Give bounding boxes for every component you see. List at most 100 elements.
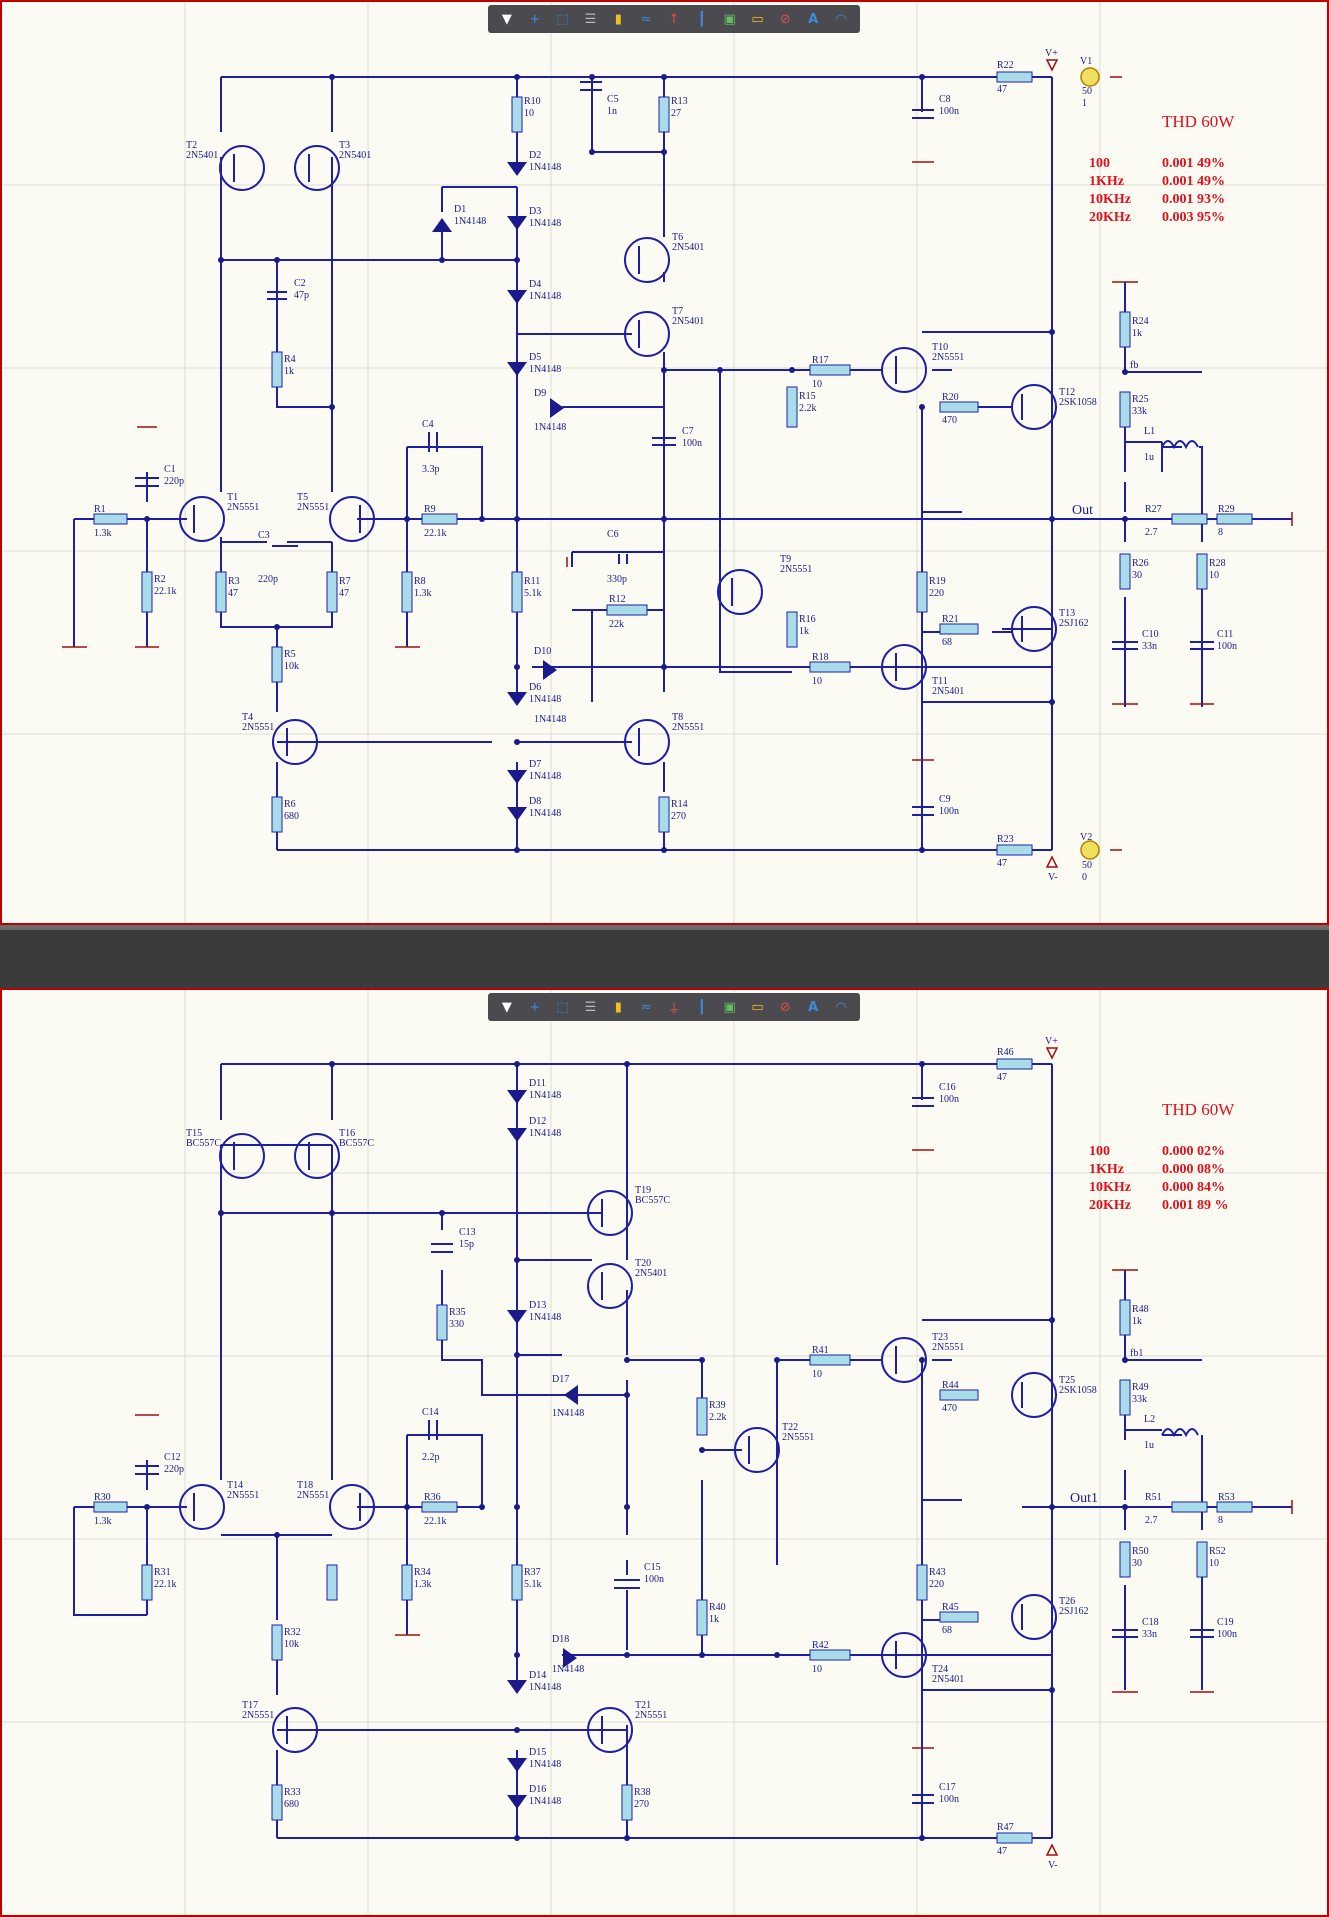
- svg-text:2N5401: 2N5401: [186, 150, 218, 161]
- svg-text:1KHz: 1KHz: [1089, 1162, 1124, 1177]
- svg-text:D8: D8: [529, 796, 541, 807]
- svg-text:C6: C6: [607, 529, 619, 540]
- text-icon[interactable]: A: [808, 999, 819, 1015]
- svg-text:47: 47: [997, 1846, 1007, 1857]
- svg-text:330p: 330p: [607, 574, 627, 585]
- svg-text:C16: C16: [939, 1082, 956, 1093]
- svg-text:33k: 33k: [1132, 1394, 1147, 1405]
- svg-text:2N5551: 2N5551: [297, 1490, 329, 1501]
- net-label-vminus: V-: [1048, 872, 1058, 883]
- svg-text:220p: 220p: [164, 1464, 184, 1475]
- svg-text:T2: T2: [186, 140, 197, 151]
- cross-probe-icon[interactable]: +: [529, 11, 541, 27]
- svg-text:2.7: 2.7: [1145, 1515, 1158, 1526]
- svg-text:R47: R47: [997, 1822, 1014, 1833]
- svg-text:220p: 220p: [164, 476, 184, 487]
- ground-stubs: [62, 76, 1293, 851]
- svg-text:BC557C: BC557C: [186, 1138, 221, 1149]
- svg-text:68: 68: [942, 637, 952, 648]
- svg-text:47: 47: [228, 588, 238, 599]
- svg-text:C3: C3: [258, 530, 270, 541]
- svg-text:47p: 47p: [294, 290, 309, 301]
- text-icon[interactable]: A: [808, 11, 819, 27]
- part-icon[interactable]: ▮: [614, 11, 622, 27]
- select-rect-icon[interactable]: ⬚: [556, 999, 569, 1015]
- align-icon[interactable]: ☰: [584, 999, 597, 1015]
- svg-text:T25: T25: [1059, 1375, 1075, 1386]
- bus-icon[interactable]: ┃: [697, 11, 706, 27]
- filter-icon[interactable]: ▼: [501, 999, 512, 1015]
- grid: [2, 2, 1327, 923]
- source-v2-icon[interactable]: [1080, 840, 1100, 860]
- svg-text:47: 47: [997, 858, 1007, 869]
- svg-text:100n: 100n: [939, 1094, 959, 1105]
- align-icon[interactable]: ☰: [584, 11, 597, 27]
- svg-text:R27: R27: [1145, 504, 1162, 515]
- svg-text:1N4148: 1N4148: [534, 422, 566, 433]
- source-v2-value: 50: [1082, 860, 1092, 871]
- harness-icon[interactable]: ▣: [723, 11, 736, 27]
- power-port-icon[interactable]: ↑: [668, 11, 680, 27]
- svg-text:100n: 100n: [1217, 641, 1237, 652]
- select-rect-icon[interactable]: ⬚: [556, 11, 569, 27]
- wire-icon[interactable]: ≈: [640, 11, 652, 27]
- svg-text:10k: 10k: [284, 1639, 299, 1650]
- svg-text:1N4148: 1N4148: [529, 1312, 561, 1323]
- directive-icon[interactable]: ⊘: [779, 999, 791, 1015]
- svg-text:R5: R5: [284, 649, 296, 660]
- power-port-icons: [1045, 59, 1059, 868]
- net-label-vminus: V-: [1048, 1860, 1058, 1871]
- svg-text:1N4148: 1N4148: [454, 216, 486, 227]
- svg-text:2SJ162: 2SJ162: [1059, 1606, 1088, 1617]
- filter-icon[interactable]: ▼: [501, 11, 512, 27]
- power-port-icons: [1045, 1047, 1059, 1856]
- arc-icon[interactable]: ◠: [835, 11, 847, 27]
- vplus-rail: [220, 76, 1052, 132]
- svg-text:1N4148: 1N4148: [552, 1664, 584, 1675]
- svg-text:2SK1058: 2SK1058: [1059, 1385, 1097, 1396]
- wire-icon[interactable]: ≈: [640, 999, 652, 1015]
- svg-text:30: 30: [1132, 570, 1142, 581]
- svg-text:2N5551: 2N5551: [672, 722, 704, 733]
- svg-text:R9: R9: [424, 504, 436, 515]
- svg-text:R30: R30: [94, 1492, 111, 1503]
- svg-text:T17: T17: [242, 1700, 258, 1711]
- transistor-symbols: [179, 145, 1057, 765]
- svg-text:47: 47: [997, 84, 1007, 95]
- svg-text:0.001 49%: 0.001 49%: [1162, 174, 1225, 189]
- svg-text:1N4148: 1N4148: [529, 771, 561, 782]
- harness-icon[interactable]: ▣: [723, 999, 736, 1015]
- svg-text:1u: 1u: [1144, 452, 1154, 463]
- svg-text:0.000 08%: 0.000 08%: [1162, 1162, 1225, 1177]
- svg-text:C7: C7: [682, 426, 694, 437]
- svg-text:T20: T20: [635, 1258, 651, 1269]
- svg-text:R46: R46: [997, 1047, 1014, 1058]
- source-v1-icon[interactable]: [1080, 67, 1100, 87]
- svg-text:2N5551: 2N5551: [227, 502, 259, 513]
- svg-text:R37: R37: [524, 1567, 541, 1578]
- svg-text:8: 8: [1218, 527, 1223, 538]
- svg-text:C2: C2: [294, 278, 306, 289]
- part-icon[interactable]: ▮: [614, 999, 622, 1015]
- svg-text:220: 220: [929, 588, 944, 599]
- ground-port-icon[interactable]: ⏚: [667, 1001, 681, 1017]
- svg-text:R2: R2: [154, 574, 166, 585]
- svg-text:R34: R34: [414, 1567, 431, 1578]
- svg-text:D2: D2: [529, 150, 541, 161]
- svg-text:D11: D11: [529, 1078, 546, 1089]
- source-v1-index: 1: [1082, 98, 1087, 109]
- ground-stubs: [135, 1149, 1293, 1749]
- arc-icon[interactable]: ◠: [835, 999, 847, 1015]
- svg-text:0.001 89 %: 0.001 89 %: [1162, 1198, 1229, 1213]
- output-wires: [1022, 282, 1292, 707]
- directive-icon[interactable]: ⊘: [779, 11, 791, 27]
- svg-text:T10: T10: [932, 342, 948, 353]
- svg-text:T12: T12: [1059, 387, 1075, 398]
- source-v2-label: V2: [1080, 832, 1092, 843]
- sheet-entry-icon[interactable]: ▭: [751, 11, 764, 27]
- sheet-entry-icon[interactable]: ▭: [751, 999, 764, 1015]
- cross-probe-icon[interactable]: +: [529, 999, 541, 1015]
- svg-text:1k: 1k: [799, 626, 809, 637]
- bus-icon[interactable]: ┃: [697, 999, 706, 1015]
